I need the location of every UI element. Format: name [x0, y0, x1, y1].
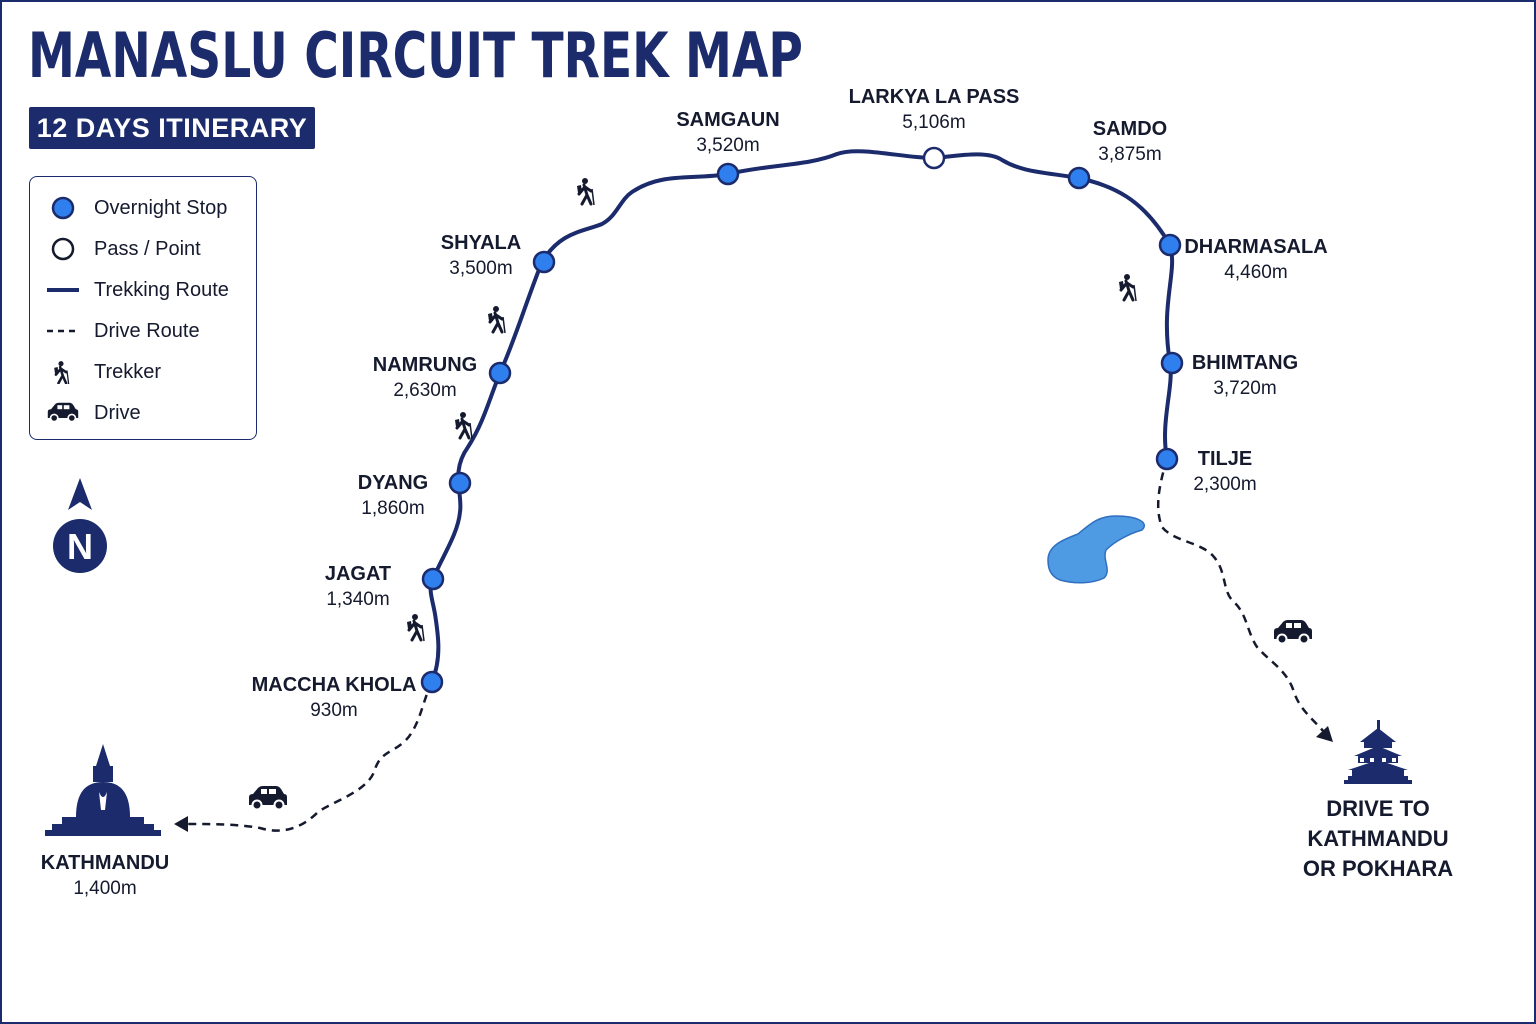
stop-marker-namrung[interactable]: [488, 361, 512, 385]
end-line: KATHMANDU: [1307, 826, 1449, 851]
stop-label-kathmandu: KATHMANDU 1,400m: [41, 850, 170, 902]
stop-marker-dharmasala[interactable]: [1158, 233, 1182, 257]
stop-label-jagat: JAGAT 1,340m: [325, 561, 391, 613]
page-title: MANASLU CIRCUIT TREK MAP: [28, 19, 803, 92]
end-destination-label: DRIVE TO KATHMANDU OR POKHARA: [1303, 794, 1453, 884]
stop-name: BHIMTANG: [1191, 352, 1299, 374]
stop-elevation: 3,500m: [449, 258, 513, 279]
stop-name: JAGAT: [324, 563, 392, 585]
stop-elevation: 2,630m: [393, 380, 457, 401]
overnight-stop-marker-icon: [51, 196, 75, 220]
stop-marker-shyala[interactable]: [532, 250, 556, 274]
pass-point-marker-icon: [51, 237, 75, 261]
legend-label: Drive: [94, 402, 141, 424]
trekker-icon: [405, 612, 426, 643]
legend-item-overnight-stop: Overnight Stop: [30, 191, 256, 225]
stop-name: SAMDO: [1092, 118, 1168, 140]
trekker-icon: [575, 176, 596, 207]
stop-elevation: 1,340m: [326, 589, 390, 610]
compass-circle: [53, 519, 107, 573]
legend-item-trekker: Trekker: [30, 355, 256, 389]
lake-shape: [1047, 515, 1145, 584]
legend-label: Overnight Stop: [94, 197, 228, 219]
stop-name: KATHMANDU: [40, 852, 170, 874]
stop-label-dyang: DYANG 1,860m: [358, 470, 428, 522]
stop-name: DHARMASALA: [1184, 236, 1328, 258]
stop-name: NAMRUNG: [372, 354, 478, 376]
legend-label: Drive Route: [94, 320, 200, 342]
stop-marker-samdo[interactable]: [1067, 166, 1091, 190]
arrow-down-right-icon: [1316, 726, 1333, 742]
stop-elevation: 930m: [310, 700, 358, 721]
legend-panel: Overnight Stop Pass / Point Trekking Rou…: [29, 176, 257, 440]
stop-elevation: 3,875m: [1098, 144, 1162, 165]
car-icon: [47, 402, 79, 423]
stop-name: LARKYA LA PASS: [848, 86, 1020, 108]
pass-marker-larkya-la[interactable]: [922, 146, 946, 170]
itinerary-badge: 12 DAYS ITINERARY: [29, 107, 315, 149]
drive-route-dashed-line-icon: [47, 329, 79, 333]
stop-name: TILJE: [1197, 448, 1253, 470]
stop-label-larkya-la-pass: LARKYA LA PASS 5,106m: [849, 84, 1020, 136]
legend-item-trekking-route: Trekking Route: [30, 273, 256, 307]
stop-label-samdo: SAMDO 3,875m: [1093, 116, 1167, 168]
stop-elevation: 2,300m: [1193, 474, 1257, 495]
stop-label-dharmasala: DHARMASALA 4,460m: [1184, 234, 1327, 286]
stop-elevation: 3,720m: [1213, 378, 1277, 399]
stop-label-maccha-khola: MACCHA KHOLA 930m: [252, 672, 417, 724]
trekker-icon: [453, 410, 474, 441]
stop-label-tilje: TILJE 2,300m: [1193, 446, 1256, 498]
stop-elevation: 4,460m: [1224, 262, 1288, 283]
legend-label: Trekking Route: [94, 279, 229, 301]
stop-label-shyala: SHYALA 3,500m: [441, 230, 521, 282]
car-icon: [1273, 619, 1313, 645]
legend-item-pass-point: Pass / Point: [30, 232, 256, 266]
stop-label-samgaun: SAMGAUN 3,520m: [676, 107, 779, 159]
stop-marker-bhimtang[interactable]: [1160, 351, 1184, 375]
stop-label-namrung: NAMRUNG 2,630m: [373, 352, 477, 404]
stop-elevation: 5,106m: [902, 112, 966, 133]
trekker-icon: [54, 361, 70, 384]
legend-label: Pass / Point: [94, 238, 201, 260]
trekking-route: [428, 149, 1175, 684]
stop-marker-samgaun[interactable]: [716, 162, 740, 186]
trekker-icon: [486, 304, 507, 335]
temple-icon: [1344, 720, 1412, 784]
stop-marker-maccha-khola[interactable]: [420, 670, 444, 694]
drive-route-end: [1156, 458, 1325, 733]
stop-name: SAMGAUN: [676, 109, 780, 131]
end-line: DRIVE TO: [1326, 796, 1430, 821]
stupa-icon: [45, 744, 161, 836]
stop-marker-tilje[interactable]: [1155, 447, 1179, 471]
legend-item-drive-route: Drive Route: [30, 314, 256, 348]
north-arrow-icon: [68, 478, 92, 510]
arrow-left-icon: [174, 816, 188, 832]
compass-letter: N: [67, 526, 93, 567]
stop-name: SHYALA: [440, 232, 522, 254]
stop-elevation: 1,400m: [73, 878, 137, 899]
car-icon: [248, 785, 288, 811]
legend-item-drive: Drive: [30, 396, 256, 430]
stop-name: MACCHA KHOLA: [251, 674, 417, 696]
stop-elevation: 3,520m: [696, 135, 760, 156]
drive-route-start: [185, 681, 434, 832]
stop-marker-jagat[interactable]: [421, 567, 445, 591]
end-line: OR POKHARA: [1302, 856, 1454, 881]
stop-elevation: 1,860m: [361, 498, 425, 519]
legend-label: Trekker: [94, 361, 162, 383]
stop-label-bhimtang: BHIMTANG 3,720m: [1192, 350, 1298, 402]
trekking-route-line-icon: [47, 288, 79, 292]
stop-name: DYANG: [357, 472, 429, 494]
trekker-icon: [1117, 272, 1138, 303]
stop-marker-dyang[interactable]: [448, 471, 472, 495]
